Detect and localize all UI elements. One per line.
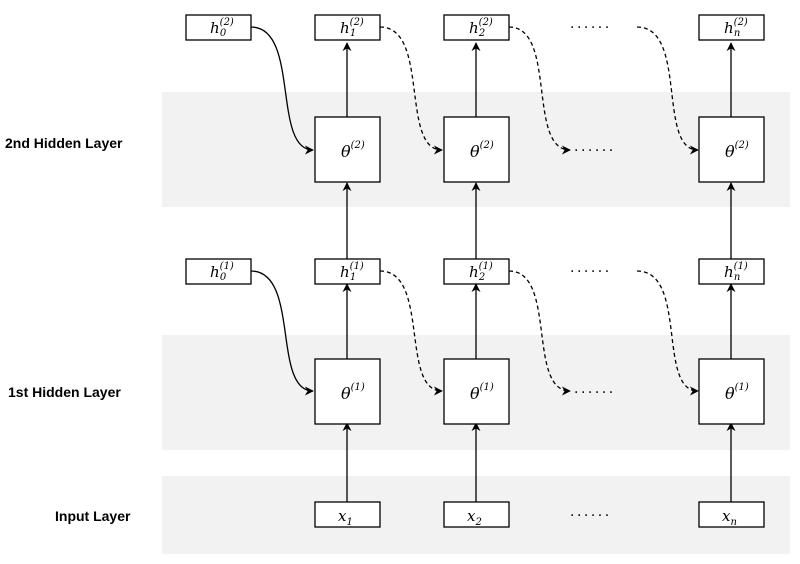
edge-h1-2-theta2-next	[379, 26, 443, 155]
label-first-hidden-layer: 1st Hidden Layer	[8, 384, 121, 400]
ellipsis-top-row: ......	[570, 16, 612, 32]
node-x2: x2	[443, 501, 510, 528]
ellipsis-theta1-row: ......	[574, 381, 616, 397]
node-theta1-2: θ(1)	[443, 358, 510, 425]
node-h0-2: h(2)0	[185, 14, 252, 41]
svg-text:x2: x2	[467, 507, 482, 528]
node-theta1-1: θ(1)	[314, 358, 381, 425]
ellipsis-theta2-row: ......	[574, 139, 616, 155]
svg-text:θ(2): θ(2)	[341, 140, 365, 161]
node-theta2-2: θ(2)	[443, 116, 510, 183]
edge-h2-2-ellipsis	[508, 26, 571, 155]
label-input-layer: Input Layer	[55, 508, 131, 524]
edge-ellipsis-theta1-n	[636, 270, 699, 396]
node-theta1-n: θ(1)	[698, 358, 765, 425]
svg-text:θ(2): θ(2)	[470, 140, 494, 161]
node-h1-2: h(2)1	[314, 14, 381, 41]
edge-h0-2-theta2	[250, 26, 314, 155]
edge-h2-1-ellipsis	[508, 270, 571, 396]
svg-text:h(1)n: h(1)n	[724, 261, 748, 283]
node-x1: x1	[314, 501, 381, 528]
node-h2-2: h(2)2	[443, 14, 510, 41]
node-h1-1: h(1)1	[314, 258, 381, 285]
svg-text:h(2)n: h(2)n	[724, 17, 748, 39]
node-theta2-1: θ(2)	[314, 116, 381, 183]
svg-text:h(2)2: h(2)2	[469, 17, 493, 39]
svg-text:θ(1): θ(1)	[341, 382, 365, 403]
svg-text:h(2)0: h(2)0	[210, 17, 234, 39]
svg-text:h(1)0: h(1)0	[210, 261, 234, 283]
svg-text:θ(1): θ(1)	[470, 382, 494, 403]
node-h0-1: h(1)0	[185, 258, 252, 285]
svg-text:θ(2): θ(2)	[725, 140, 749, 161]
svg-text:x1: x1	[338, 507, 353, 528]
ellipsis-h1-row: ......	[570, 260, 612, 276]
label-second-hidden-layer: 2nd Hidden Layer	[5, 135, 123, 151]
node-theta2-n: θ(2)	[698, 116, 765, 183]
svg-text:θ(1): θ(1)	[725, 382, 749, 403]
edge-ellipsis-theta2-n	[636, 26, 699, 155]
svg-text:h(2)1: h(2)1	[340, 17, 364, 39]
svg-text:h(1)2: h(1)2	[469, 261, 493, 283]
node-h2-1: h(1)2	[443, 258, 510, 285]
ellipsis-input-row: ......	[570, 504, 612, 520]
node-hn-2: h(2)n	[698, 14, 765, 41]
svg-text:h(1)1: h(1)1	[340, 261, 364, 283]
node-xn: xn	[698, 501, 765, 528]
edge-h1-1-theta1-next	[379, 270, 443, 396]
svg-text:xn: xn	[722, 507, 737, 528]
edge-h0-1-theta1	[250, 270, 314, 396]
node-hn-1: h(1)n	[698, 258, 765, 285]
